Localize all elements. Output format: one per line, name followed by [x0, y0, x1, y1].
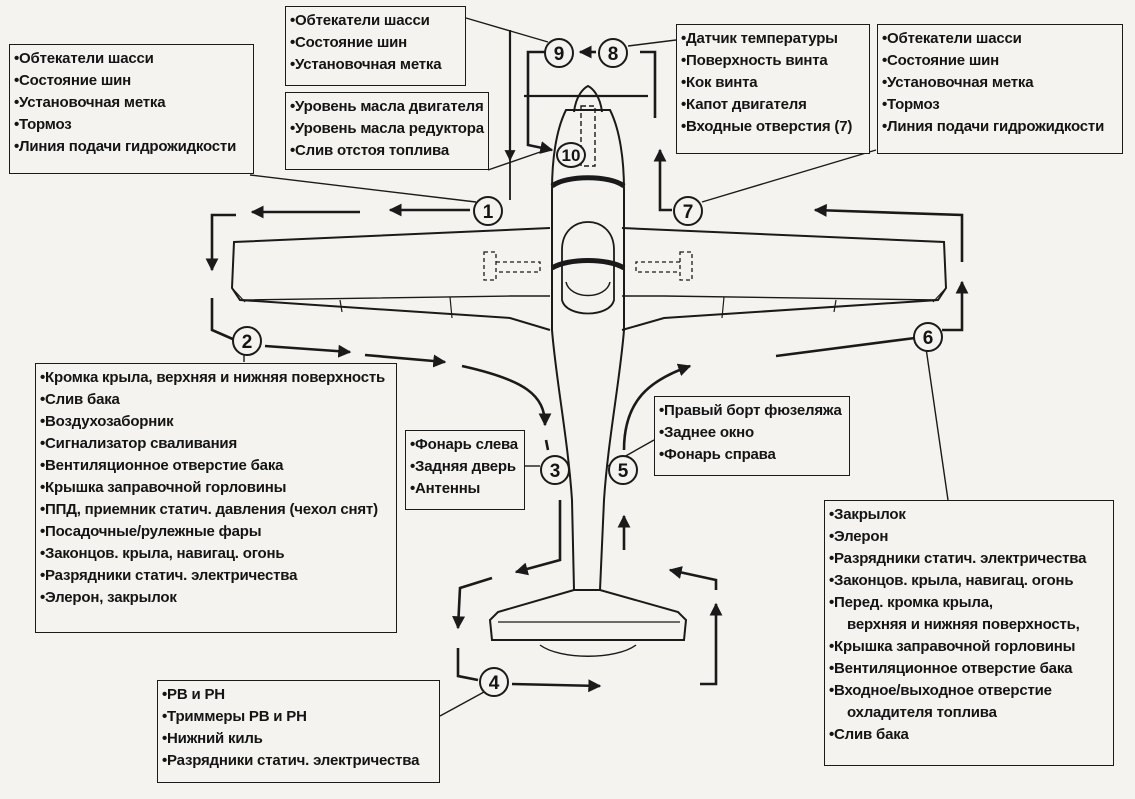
- checklist-item: •Закрылок: [829, 506, 906, 523]
- checklist-item: •Обтекатели шасси: [14, 50, 154, 67]
- checklist-box-6: •Закрылок •Элерон •Разрядники статич. эл…: [824, 500, 1114, 766]
- checkpoint-9-number: 9: [544, 38, 574, 68]
- canopy: [561, 221, 615, 315]
- checklist-item: •Слив бака: [829, 726, 909, 743]
- left-wing: [230, 227, 551, 331]
- checklist-item: •РВ и РН: [162, 686, 225, 703]
- checklist-item: •Тормоз: [14, 116, 72, 133]
- checklist-item: •Обтекатели шасси: [290, 12, 430, 29]
- checklist-box-3: •Фонарь слева •Задняя дверь •Антенны: [405, 430, 525, 510]
- checklist-item: •Законцов. крыла, навигац. огонь: [40, 545, 285, 562]
- checklist-item: •Вентиляционное отверстие бака: [40, 457, 284, 474]
- checklist-item: •Датчик температуры: [681, 30, 838, 47]
- checklist-item: •Антенны: [410, 480, 481, 497]
- checklist-item: •Входные отверстия (7): [681, 118, 853, 135]
- checklist-item: •Установочная метка: [290, 56, 442, 73]
- checklist-item: •Состояние шин: [882, 52, 1000, 69]
- checklist-item: •Входное/выходное отверстие: [829, 682, 1052, 699]
- walkaround-path: [205, 30, 969, 693]
- checklist-item: верхняя и нижняя поверхность,: [847, 616, 1080, 633]
- checklist-item: •Разрядники статич. электричества: [162, 752, 420, 769]
- checkpoint-3-number: 3: [540, 455, 570, 485]
- checklist-box-8: •Датчик температуры •Поверхность винта •…: [676, 24, 870, 154]
- checkpoint-7-number: 7: [673, 196, 703, 226]
- checklist-item: •Разрядники статич. электричества: [829, 550, 1087, 567]
- checkpoint-1-number: 1: [473, 196, 503, 226]
- checklist-item: охладителя топлива: [847, 704, 997, 721]
- checklist-item: •Капот двигателя: [681, 96, 807, 113]
- aircraft-outline: [230, 84, 948, 657]
- checklist-item: •Тормоз: [882, 96, 940, 113]
- checklist-item: •Нижний киль: [162, 730, 263, 747]
- checklist-item: •Поверхность винта: [681, 52, 828, 69]
- checklist-item: •Правый борт фюзеляжа: [659, 402, 842, 419]
- checklist-item: •Элерон, закрылок: [40, 589, 177, 606]
- checklist-box-2: •Кромка крыла, верхняя и нижняя поверхно…: [35, 363, 397, 633]
- checklist-item: •Слив бака: [40, 391, 120, 408]
- checklist-item: •Элерон: [829, 528, 889, 545]
- checklist-item: •Установочная метка: [882, 74, 1034, 91]
- checklist-item: •Линия подачи гидрожидкости: [882, 118, 1105, 135]
- checkpoint-5-number: 5: [608, 455, 638, 485]
- checklist-item: •Линия подачи гидрожидкости: [14, 138, 237, 155]
- checklist-item: •Триммеры РВ и РН: [162, 708, 307, 725]
- checklist-item: •Воздухозаборник: [40, 413, 174, 430]
- checklist-item: •Фонарь слева: [410, 436, 518, 453]
- checklist-item: •Вентиляционное отверстие бака: [829, 660, 1073, 677]
- checklist-item: •Обтекатели шасси: [882, 30, 1022, 47]
- checklist-item: •Кок винта: [681, 74, 758, 91]
- checklist-item: •Уровень масла двигателя: [290, 98, 484, 115]
- spinner: [573, 84, 603, 113]
- checklist-item: •Слив отстоя топлива: [290, 142, 450, 159]
- checklist-item: •ППД, приемник статич. давления (чехол с…: [40, 501, 378, 518]
- checklist-item: •Сигнализатор сваливания: [40, 435, 238, 452]
- checklist-item: •Фонарь справа: [659, 446, 776, 463]
- checklist-item: •Посадочные/рулежные фары: [40, 523, 262, 540]
- checklist-item: •Кромка крыла, верхняя и нижняя поверхно…: [40, 369, 386, 386]
- checkpoint-4-number: 4: [479, 667, 509, 697]
- checkpoint-8-number: 8: [598, 38, 628, 68]
- checklist-item: •Уровень масла редуктора: [290, 120, 484, 137]
- checkpoint-10-number: 10: [556, 142, 586, 168]
- checklist-box-4: •РВ и РН •Триммеры РВ и РН •Нижний киль …: [157, 680, 440, 783]
- checklist-box-7: •Обтекатели шасси •Состояние шин •Устано…: [877, 24, 1123, 154]
- checklist-item: •Задняя дверь: [410, 458, 516, 475]
- checklist-item: •Состояние шин: [290, 34, 408, 51]
- checklist-box-5: •Правый борт фюзеляжа •Заднее окно •Фона…: [654, 396, 850, 476]
- checklist-item: •Заднее окно: [659, 424, 754, 441]
- checklist-item: •Перед. кромка крыла,: [829, 594, 993, 611]
- checklist-item: •Крышка заправочной горловины: [40, 479, 287, 496]
- horizontal-stabilizer: [488, 589, 688, 641]
- checklist-item: •Крышка заправочной горловины: [829, 638, 1076, 655]
- checklist-box-1: •Обтекатели шасси •Состояние шин •Устано…: [9, 44, 254, 174]
- checklist-box-10: •Уровень масла двигателя •Уровень масла …: [285, 92, 489, 170]
- checklist-box-9: •Обтекатели шасси •Состояние шин •Устано…: [285, 6, 466, 86]
- checkpoint-2-number: 2: [232, 326, 262, 356]
- right-wing: [621, 227, 948, 331]
- checklist-item: •Установочная метка: [14, 94, 166, 111]
- checkpoint-6-number: 6: [913, 322, 943, 352]
- checklist-item: •Законцов. крыла, навигац. огонь: [829, 572, 1074, 589]
- checklist-item: •Состояние шин: [14, 72, 132, 89]
- checklist-item: •Разрядники статич. электричества: [40, 567, 298, 584]
